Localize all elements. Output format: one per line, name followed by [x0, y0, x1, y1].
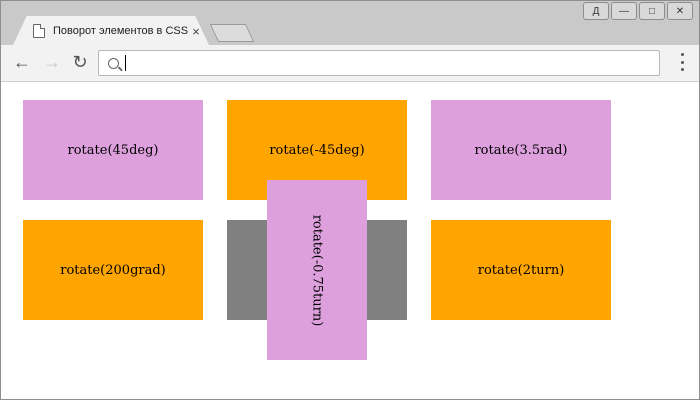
box-label: rotate(3.5rad) [474, 142, 568, 158]
box-label: rotate(-45deg) [269, 142, 365, 158]
maximize-button[interactable]: □ [639, 2, 665, 20]
new-tab-button[interactable] [209, 24, 255, 42]
title-bar: Поворот элементов в CSS × Д — □ ✕ [1, 1, 699, 45]
box-label: rotate(200grad) [60, 262, 166, 278]
text-caret [125, 55, 126, 71]
box-rotate-2turn: rotate(2turn) [431, 220, 611, 320]
minimize-button[interactable]: — [611, 2, 637, 20]
address-bar[interactable] [98, 50, 660, 76]
tab-title: Поворот элементов в CSS [53, 25, 189, 37]
user-profile-button[interactable]: Д [583, 2, 609, 20]
box-label: rotate(45deg) [67, 142, 159, 158]
active-tab-content[interactable]: Поворот элементов в CSS × [33, 22, 203, 40]
browser-toolbar: ← → ↻ [1, 45, 699, 82]
active-tab[interactable] [13, 16, 209, 45]
box-rotate-3-5rad: rotate(3.5rad) [431, 100, 611, 200]
search-icon [108, 57, 119, 69]
close-window-button[interactable]: ✕ [667, 2, 693, 20]
box-rotate-neg075turn: rotate(-0.75turn) [267, 180, 367, 360]
page-icon [33, 24, 45, 38]
box-label: rotate(2turn) [477, 262, 565, 278]
back-arrow-icon[interactable]: ← [13, 52, 31, 72]
box-rotate-200grad: rotate(200grad) [23, 220, 203, 320]
menu-kebab-icon[interactable] [677, 53, 687, 71]
address-input[interactable] [134, 53, 659, 73]
box-rotate-45deg: rotate(45deg) [23, 100, 203, 200]
page-viewport: rotate(45deg) rotate(-45deg) rotate(3.5r… [1, 82, 699, 399]
window-controls: Д — □ ✕ [583, 2, 693, 20]
forward-arrow-icon[interactable]: → [43, 52, 61, 72]
box-label: rotate(-0.75turn) [309, 214, 325, 326]
tab-close-icon[interactable]: × [192, 23, 200, 39]
reload-icon[interactable]: ↻ [72, 52, 88, 72]
